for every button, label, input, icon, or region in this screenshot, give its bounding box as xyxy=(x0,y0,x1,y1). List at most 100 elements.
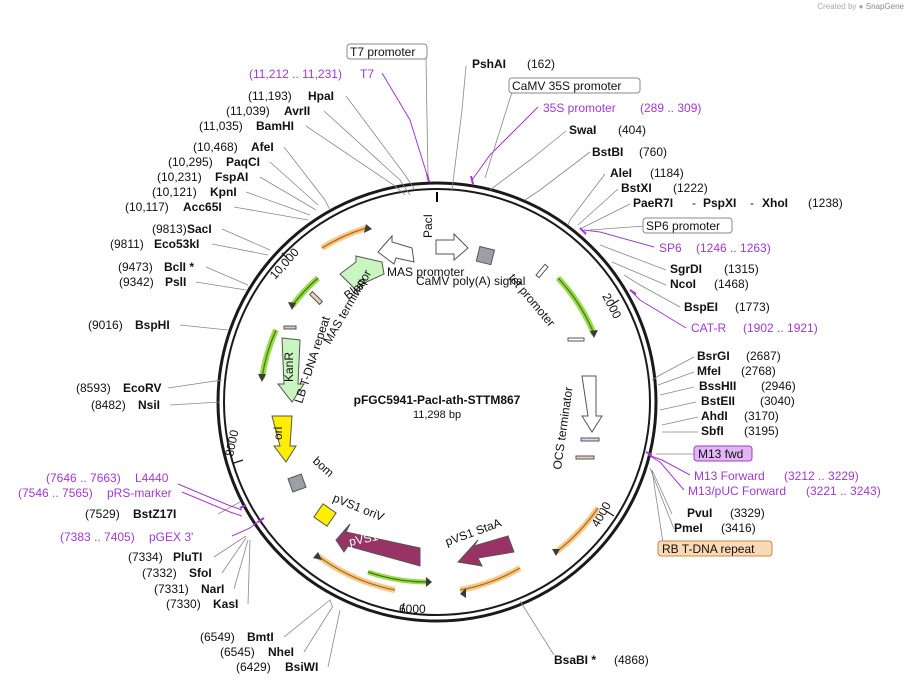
primer-range: (7546 .. 7565) xyxy=(18,486,93,500)
ocs-mark-2 xyxy=(575,455,595,460)
enzyme-pos: (6549) xyxy=(200,630,235,644)
enzyme-name: KpnI xyxy=(210,185,237,199)
enzyme-name: SfoI xyxy=(189,566,212,580)
enzyme-name: PshAI xyxy=(472,57,506,71)
pvs1-staa-arrow xyxy=(457,535,515,567)
enzyme-pos: (10,231) xyxy=(157,170,202,184)
credit-prefix: Created by xyxy=(817,2,857,11)
enzyme-name: BclI * xyxy=(164,260,194,274)
enzyme-name: BspHI xyxy=(135,318,170,332)
primer-name: 35S promoter xyxy=(543,101,616,115)
enzyme-pos: (2687) xyxy=(746,349,781,363)
enzyme-name: BstXI xyxy=(621,181,652,195)
enzyme-pos: (9342) xyxy=(119,275,154,289)
label-ori: ori xyxy=(271,427,285,440)
enzyme-name: BstEII xyxy=(701,394,735,408)
enzyme-name: BssHII xyxy=(699,379,736,393)
enzyme-name: BstZ17I xyxy=(133,507,176,521)
primer-name: SP6 xyxy=(659,241,682,255)
enzyme-pos: (3329) xyxy=(730,506,765,520)
feature-arc-green-left-2 xyxy=(259,328,279,379)
enzyme-pos: (3195) xyxy=(744,424,779,438)
enzyme-name: SbfI xyxy=(701,424,724,438)
plasmid-name: pFGC5941-PacI-ath-STTM867 xyxy=(354,393,521,407)
primer-marks xyxy=(239,173,653,523)
snapgene-credit: Created by ● SnapGene xyxy=(817,2,904,11)
enzyme-pos: (404) xyxy=(618,123,646,137)
label-bom: bom xyxy=(310,454,337,480)
blpr-arrow xyxy=(339,255,385,291)
feature-arc-bottom xyxy=(459,565,522,593)
enzyme-pos: (8482) xyxy=(91,398,126,412)
primer-name: pRS-marker xyxy=(107,486,172,500)
enzyme-pos: (760) xyxy=(639,145,667,159)
bom-box xyxy=(287,473,307,493)
enzyme-name: AvrII xyxy=(284,104,310,118)
enzyme-name: AhdI xyxy=(701,409,728,423)
camv-35s-promoter-box xyxy=(508,77,641,94)
enzyme-name: XhoI xyxy=(762,196,788,210)
mas-terminator-mark xyxy=(308,290,324,306)
tick-label-6000: 6000 xyxy=(399,602,426,616)
primer-leader-lines xyxy=(177,72,691,537)
enzyme-pos: (3416) xyxy=(721,521,756,535)
enzyme-pos: (10,117) xyxy=(125,200,169,214)
primer-range: (1902 .. 1921) xyxy=(743,321,818,335)
enzyme-name: PspXI xyxy=(703,196,736,210)
feature-box-leaders xyxy=(425,57,694,544)
camv-polya-arrow xyxy=(435,232,469,262)
feature-arc-right-bottom xyxy=(554,506,601,555)
enzyme-pos: (11,039) xyxy=(226,104,270,118)
tick-label-8000: 8000 xyxy=(222,428,241,457)
enzyme-name: SgrDI xyxy=(670,262,702,276)
enzyme-name: BsaBI * xyxy=(554,653,596,667)
enzyme-name: BsrGI xyxy=(697,349,730,363)
enzyme-pos: (7330) xyxy=(166,597,201,611)
enzyme-pos: (1773) xyxy=(735,300,770,314)
camv-35s-promoter-label: CaMV 35S promoter xyxy=(512,79,621,93)
primer-range: (7646 .. 7663) xyxy=(46,471,121,485)
enzyme-pos: (2946) xyxy=(761,379,796,393)
enzyme-name: NsiI xyxy=(138,398,160,412)
enzyme-name: PslI xyxy=(165,275,186,289)
m13-fwd-box xyxy=(693,445,753,462)
ring-ticks xyxy=(233,252,620,613)
feature-arc-top-left-line xyxy=(321,227,367,249)
enzyme-name: MfeI xyxy=(697,364,721,378)
ori-arrow xyxy=(271,415,297,463)
primer-name: T7 xyxy=(360,67,374,81)
enzyme-labels-left: (11,193) HpaI (11,039) AvrII (11,035) Ba… xyxy=(76,89,334,674)
enzyme-pos: (3170) xyxy=(744,409,779,423)
label-paci: PacI xyxy=(421,214,435,238)
label-pvs1-oriv: pVS1 oriV xyxy=(331,491,386,524)
enzyme-name: HpaI xyxy=(308,89,334,103)
kanr-arrow xyxy=(276,337,305,403)
primer-name: L4440 xyxy=(135,471,169,485)
enzyme-pos: (7529) xyxy=(85,507,120,521)
primer-labels: (11,212 .. 11,231) T7 35S promoter (289 … xyxy=(18,67,881,544)
rb-tdna-repeat-box xyxy=(657,540,773,557)
sp6-promoter-box xyxy=(642,217,733,234)
enzyme-name: AleI xyxy=(610,166,632,180)
camv-polya-box xyxy=(475,245,496,266)
enzyme-name: BstBI xyxy=(592,145,623,159)
enzyme-pos: (9813) xyxy=(152,222,187,236)
feature-arc-bottom-line xyxy=(459,567,521,591)
enzyme-pos: (11,035) xyxy=(199,119,243,133)
enzyme-pos: (10,468) xyxy=(193,140,238,154)
tet-promoter-mark xyxy=(535,263,549,279)
enzyme-separator: - xyxy=(750,196,754,210)
arc-arrowheads xyxy=(258,224,598,598)
enzyme-pos: (6429) xyxy=(236,660,271,674)
enzyme-pos: (162) xyxy=(527,57,555,71)
tick-label-10000: 10,000 xyxy=(267,245,302,282)
enzyme-pos: (9016) xyxy=(88,318,123,332)
feature-arc-green-right xyxy=(555,275,597,336)
enzyme-pos: (10,295) xyxy=(168,155,213,169)
enzyme-name: NheI xyxy=(268,645,294,659)
ocs-terminator-arrow xyxy=(581,375,603,433)
label-mas-promoter: MAS promoter xyxy=(387,265,464,279)
enzyme-pos: (1468) xyxy=(714,277,749,291)
primer-range: (3212 .. 3229) xyxy=(784,469,859,483)
enzyme-pos: (9473) xyxy=(118,260,153,274)
